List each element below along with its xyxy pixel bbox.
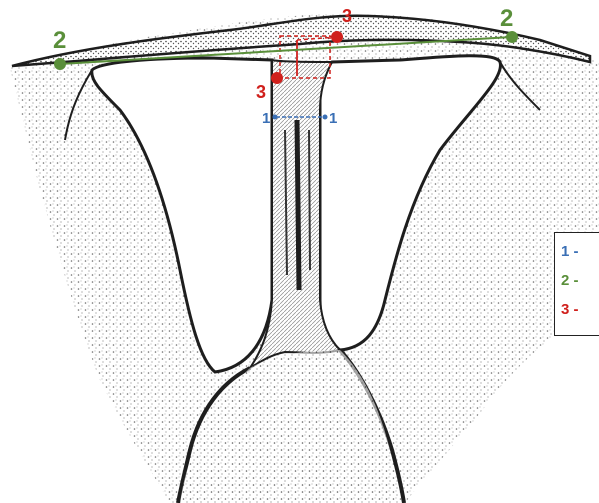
septum-dark-stripe: [297, 120, 299, 290]
red-point-bottom: [271, 72, 283, 84]
legend-item-blue: 1 -: [561, 237, 599, 266]
legend-item-red: 3 -: [561, 295, 599, 324]
green-point-left: [54, 58, 66, 70]
green-point-right: [506, 31, 518, 43]
red-marker-label-bottom: 3: [256, 82, 266, 102]
green-marker-label-right: 2: [500, 5, 513, 32]
red-marker-label-top: 3: [342, 6, 352, 26]
red-point-top: [331, 31, 343, 43]
blue-point-right: [323, 115, 328, 120]
blue-marker-label-right: 1: [329, 110, 337, 127]
green-marker-label-left: 2: [53, 27, 66, 54]
septum-dark-stripe-3: [309, 130, 310, 270]
legend-box: 1 - 2 - 3 -: [554, 232, 599, 336]
blue-marker-label-left: 1: [262, 110, 270, 127]
legend-item-green: 2 -: [561, 266, 599, 295]
blue-point-left: [273, 115, 278, 120]
